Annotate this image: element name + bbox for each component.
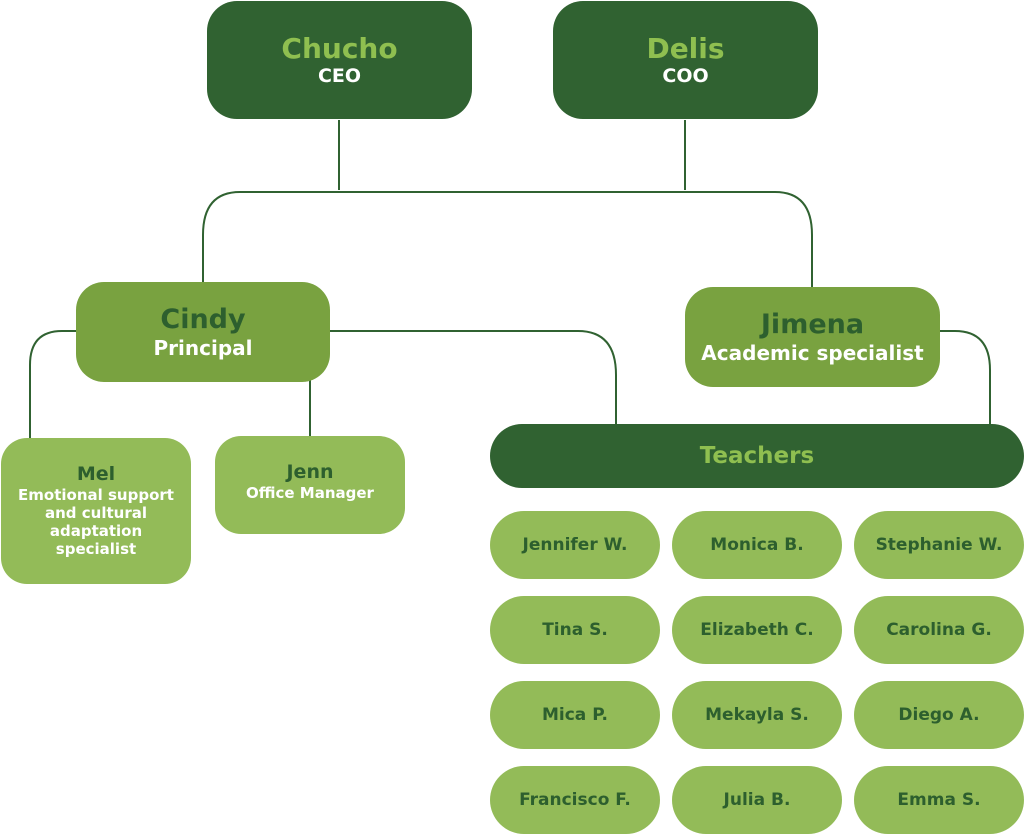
teacher-name: Carolina G.	[886, 620, 992, 640]
mel-name: Mel	[76, 463, 116, 486]
ceo-role: CEO	[317, 64, 362, 87]
connector-cindy-to-teachers	[330, 330, 617, 425]
mel-node: Mel Emotional support and cultural adapt…	[1, 438, 191, 584]
connector-exec-branch	[202, 191, 813, 288]
teacher-pill: Tina S.	[490, 596, 660, 664]
teacher-name: Stephanie W.	[875, 535, 1003, 555]
principal-role: Principal	[153, 335, 253, 360]
teacher-name: Emma S.	[897, 790, 981, 810]
teacher-name: Elizabeth C.	[700, 620, 814, 640]
connector-cindy-to-mel	[29, 330, 77, 438]
teacher-pill: Mekayla S.	[672, 681, 842, 749]
teacher-name: Francisco F.	[519, 790, 631, 810]
teacher-pill: Diego A.	[854, 681, 1024, 749]
academic-specialist-name: Jimena	[760, 309, 865, 341]
teachers-label: Teachers	[699, 443, 815, 469]
principal-node: Cindy Principal	[76, 282, 330, 382]
teacher-name: Diego A.	[898, 705, 980, 725]
ceo-node: Chucho CEO	[207, 1, 472, 119]
teacher-pill: Carolina G.	[854, 596, 1024, 664]
academic-specialist-node: Jimena Academic specialist	[685, 287, 940, 387]
coo-name: Delis	[646, 31, 725, 65]
teacher-pill: Francisco F.	[490, 766, 660, 834]
teacher-pill: Julia B.	[672, 766, 842, 834]
teacher-name: Tina S.	[542, 620, 608, 640]
teacher-name: Julia B.	[723, 790, 791, 810]
teacher-pill: Mica P.	[490, 681, 660, 749]
principal-name: Cindy	[160, 304, 246, 336]
teacher-pill: Monica B.	[672, 511, 842, 579]
coo-role: COO	[662, 64, 709, 87]
teacher-name: Mica P.	[541, 705, 608, 725]
coo-node: Delis COO	[553, 1, 818, 119]
teachers-header: Teachers	[490, 424, 1024, 488]
jenn-name: Jenn	[286, 461, 334, 484]
academic-specialist-role: Academic specialist	[701, 340, 924, 365]
jenn-node: Jenn Office Manager	[215, 436, 405, 534]
jenn-role: Office Manager	[246, 483, 374, 502]
ceo-name: Chucho	[281, 31, 398, 65]
teacher-name: Mekayla S.	[705, 705, 809, 725]
teacher-pill: Jennifer W.	[490, 511, 660, 579]
teacher-pill: Emma S.	[854, 766, 1024, 834]
mel-role: Emotional support and cultural adaptatio…	[18, 485, 174, 558]
teacher-name: Jennifer W.	[522, 535, 628, 555]
teacher-name: Monica B.	[710, 535, 804, 555]
connector-jimena-to-teachers	[940, 330, 991, 425]
teacher-pill: Stephanie W.	[854, 511, 1024, 579]
teacher-pill: Elizabeth C.	[672, 596, 842, 664]
